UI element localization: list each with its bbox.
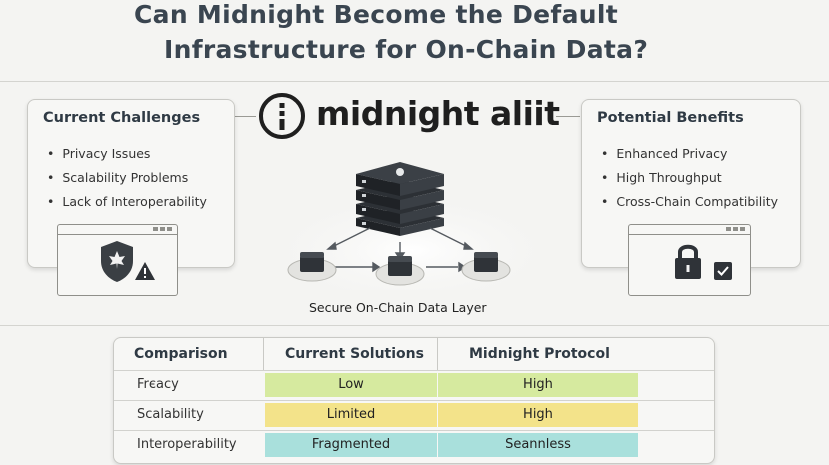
column-header: Current Solutions xyxy=(285,346,424,362)
window-dots-icon xyxy=(153,227,172,231)
node-left-icon xyxy=(287,252,337,282)
benefits-browser-window xyxy=(628,224,751,296)
diagram-caption: Secure On-Chain Data Layer xyxy=(309,300,487,315)
midnight-protocol-cell: Seannless xyxy=(438,433,638,457)
current-solution-cell: Limited xyxy=(265,403,437,427)
challenges-list: Privacy Issues Scalability Problems Lack… xyxy=(47,142,207,214)
midnight-protocol-cell: High xyxy=(438,373,638,397)
middle-divider xyxy=(0,325,829,326)
node-right-icon xyxy=(461,252,511,282)
page-title-line-1: Can Midnight Become the Default xyxy=(134,0,618,29)
challenges-title: Current Challenges xyxy=(43,110,201,126)
midnight-logo-mark-icon xyxy=(259,93,305,139)
connection-arrows xyxy=(326,227,474,273)
page-title-line-2: Infrastructure for On-Chain Data? xyxy=(164,35,649,64)
top-divider xyxy=(0,81,829,82)
list-item: Cross-Chain Compatibility xyxy=(601,190,778,214)
benefits-list: Enhanced Privacy High Throughput Cross-C… xyxy=(601,142,778,214)
row-label: Frєacy xyxy=(137,377,179,392)
warning-icon xyxy=(135,262,155,280)
row-label: Scalability xyxy=(137,407,204,422)
node-center-icon xyxy=(375,256,425,286)
list-item: Enhanced Privacy xyxy=(601,142,778,166)
window-dots-icon xyxy=(726,227,745,231)
benefits-title: Potential Benefits xyxy=(597,110,744,126)
midnight-logo: midnight aliit xyxy=(258,92,560,140)
data-layer-diagram xyxy=(272,162,552,290)
browser-titlebar xyxy=(629,225,750,235)
list-item: Scalability Problems xyxy=(47,166,207,190)
column-divider xyxy=(437,338,438,370)
list-item: High Throughput xyxy=(601,166,778,190)
row-divider xyxy=(114,430,714,431)
list-item: Lack of Interoperability xyxy=(47,190,207,214)
challenges-browser-window xyxy=(57,224,178,296)
connector-left xyxy=(232,116,256,117)
shield-icon xyxy=(101,241,133,282)
comparison-table: Comparison Current Solutions Midnight Pr… xyxy=(113,337,715,464)
row-label: Interoperability xyxy=(137,437,237,452)
column-divider xyxy=(263,338,264,370)
current-solution-cell: Fragmented xyxy=(265,433,437,457)
row-divider xyxy=(114,400,714,401)
checkbox-icon xyxy=(714,262,732,280)
benefits-card: Potential Benefits Enhanced Privacy High… xyxy=(581,99,801,268)
list-item: Privacy Issues xyxy=(47,142,207,166)
connector-right xyxy=(556,116,580,117)
logo-wordmark: midnight aliit xyxy=(316,94,560,133)
browser-titlebar xyxy=(58,225,177,235)
header-divider xyxy=(114,370,714,371)
column-header: Comparison xyxy=(134,346,228,362)
lock-icon xyxy=(675,244,701,279)
midnight-protocol-cell: High xyxy=(438,403,638,427)
current-solution-cell: Low xyxy=(265,373,437,397)
column-header: Midnight Protocol xyxy=(469,346,610,362)
server-stack-icon xyxy=(356,162,444,236)
